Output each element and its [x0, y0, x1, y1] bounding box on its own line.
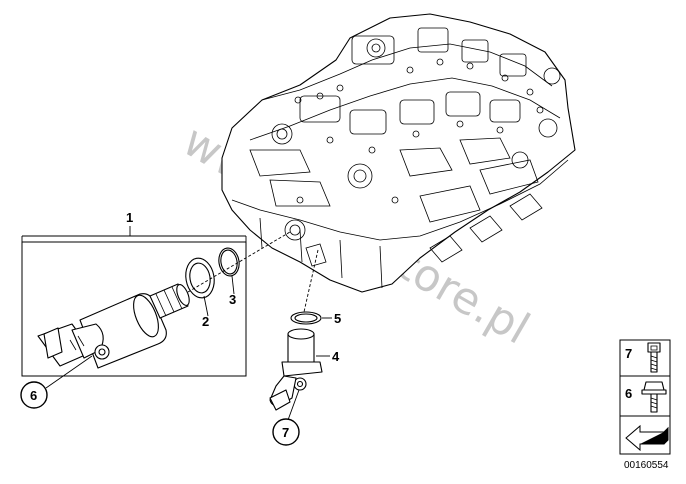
callout-label-1: 1	[126, 210, 133, 225]
callout-label-3: 3	[229, 292, 236, 307]
callout-label-6: 6	[30, 388, 37, 403]
cylinder-head	[221, 13, 576, 293]
callout-label-5: 5	[334, 311, 341, 326]
o-ring-5	[290, 311, 322, 325]
o-ring-3	[218, 247, 240, 277]
callout-label-4: 4	[332, 349, 340, 364]
legend-box-7	[619, 339, 671, 377]
callout-label-2: 2	[202, 314, 209, 329]
camshaft-sensor-4	[269, 328, 323, 411]
callout-circle-7	[272, 418, 300, 446]
document-number: 00160554	[624, 460, 669, 471]
callout-circle-6	[20, 381, 48, 409]
socket-bolt-icon	[647, 342, 661, 373]
hex-bolt-icon	[641, 381, 667, 413]
vanos-solenoid-valve	[37, 283, 190, 369]
seal-ring-2	[185, 257, 215, 299]
fastener-legend: 7 6 00160554	[619, 339, 671, 471]
part-group-box	[21, 241, 247, 377]
legend-label-6: 6	[625, 386, 632, 401]
callout-label-7: 7	[282, 425, 289, 440]
legend-label-7: 7	[625, 346, 632, 361]
